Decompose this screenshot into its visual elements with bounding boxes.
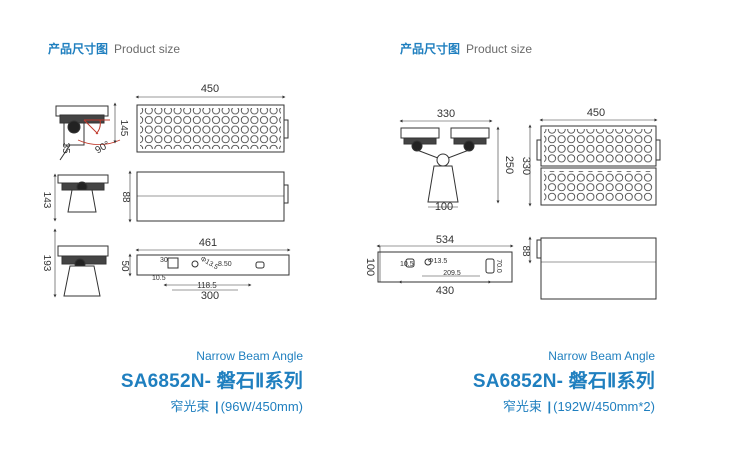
right-dim-250: 250 (503, 156, 515, 174)
left-dim-1185: 118.5 (197, 281, 217, 290)
right-dim-105: 10.5 (400, 261, 414, 268)
right-dim-700: 70.0 (495, 259, 502, 273)
left-header-en: Product size (114, 42, 181, 56)
left-bracket-view (128, 248, 291, 291)
left-spec-detail: (96W/450mm) (220, 399, 303, 414)
right-dim-430: 430 (436, 285, 454, 297)
left-dim-850: 8.50 (218, 261, 232, 268)
right-side-view (399, 119, 500, 208)
right-front-view (528, 118, 661, 207)
right-dim-534: 534 (436, 234, 454, 246)
left-caption-title: SA6852N- 磐石Ⅱ系列 (120, 371, 303, 392)
left-dim-105: 10.5 (152, 275, 166, 282)
left-spec-bar: | (215, 399, 219, 414)
right-spec-bar: | (547, 399, 552, 414)
left-spec-zh: 窄光束 (170, 399, 210, 414)
left-dim-450: 450 (201, 83, 219, 95)
left-dim-145: 145 (118, 120, 129, 137)
left-front-view (135, 95, 289, 153)
right-spec-zh: 窄光束 (502, 399, 542, 414)
left-body-view (128, 170, 289, 223)
left-dim-35: 35 (60, 142, 71, 154)
right-header-zh: 产品尺寸图 (400, 42, 461, 56)
left-dim-193: 193 (41, 255, 52, 272)
right-caption-title: SA6852N- 磐石Ⅱ系列 (472, 371, 655, 392)
right-dim-450: 450 (587, 107, 605, 119)
right-body-view (528, 236, 657, 300)
left-dim-88: 88 (120, 191, 131, 203)
right-caption-spec: 窄光束 |(192W/450mm*2) (473, 396, 655, 415)
right-bracket-view (376, 244, 514, 284)
right-dim-330b: 330 (520, 157, 532, 175)
right-header: 产品尺寸图 Product size (400, 40, 532, 57)
left-dim-300: 300 (201, 290, 219, 302)
left-dim-461: 461 (199, 237, 217, 249)
right-caption: Narrow Beam Angle SA6852N- 磐石Ⅱ系列 窄光束 |(1… (473, 349, 655, 415)
left-side-view-middle (53, 173, 109, 222)
left-caption: Narrow Beam Angle SA6852N- 磐石Ⅱ系列 窄光束 |(9… (121, 349, 303, 415)
left-dim-50: 50 (119, 260, 130, 272)
left-dim-angle: 90° (93, 139, 112, 156)
right-dim-2095: 209.5 (443, 270, 461, 277)
right-dim-330: 330 (437, 108, 455, 120)
left-side-view-top (55, 102, 121, 161)
left-dim-30: 30 (160, 257, 168, 264)
right-dim-88: 88 (520, 245, 531, 257)
left-header-zh: 产品尺寸图 (48, 42, 109, 56)
left-dim-143: 143 (41, 192, 52, 209)
left-side-view-bottom (53, 228, 109, 298)
right-spec-detail: (192W/450mm*2) (553, 399, 655, 414)
left-caption-sub: Narrow Beam Angle (196, 349, 303, 363)
left-caption-spec: 窄光束 |(96W/450mm) (121, 396, 303, 415)
right-caption-sub: Narrow Beam Angle (548, 349, 655, 363)
right-dim-100: 100 (435, 201, 453, 213)
right-header-en: Product size (466, 42, 533, 56)
left-header: 产品尺寸图 Product size (48, 40, 180, 57)
right-dim-100b: 100 (364, 258, 376, 276)
right-dim-phi: Φ13.5 (428, 258, 447, 265)
